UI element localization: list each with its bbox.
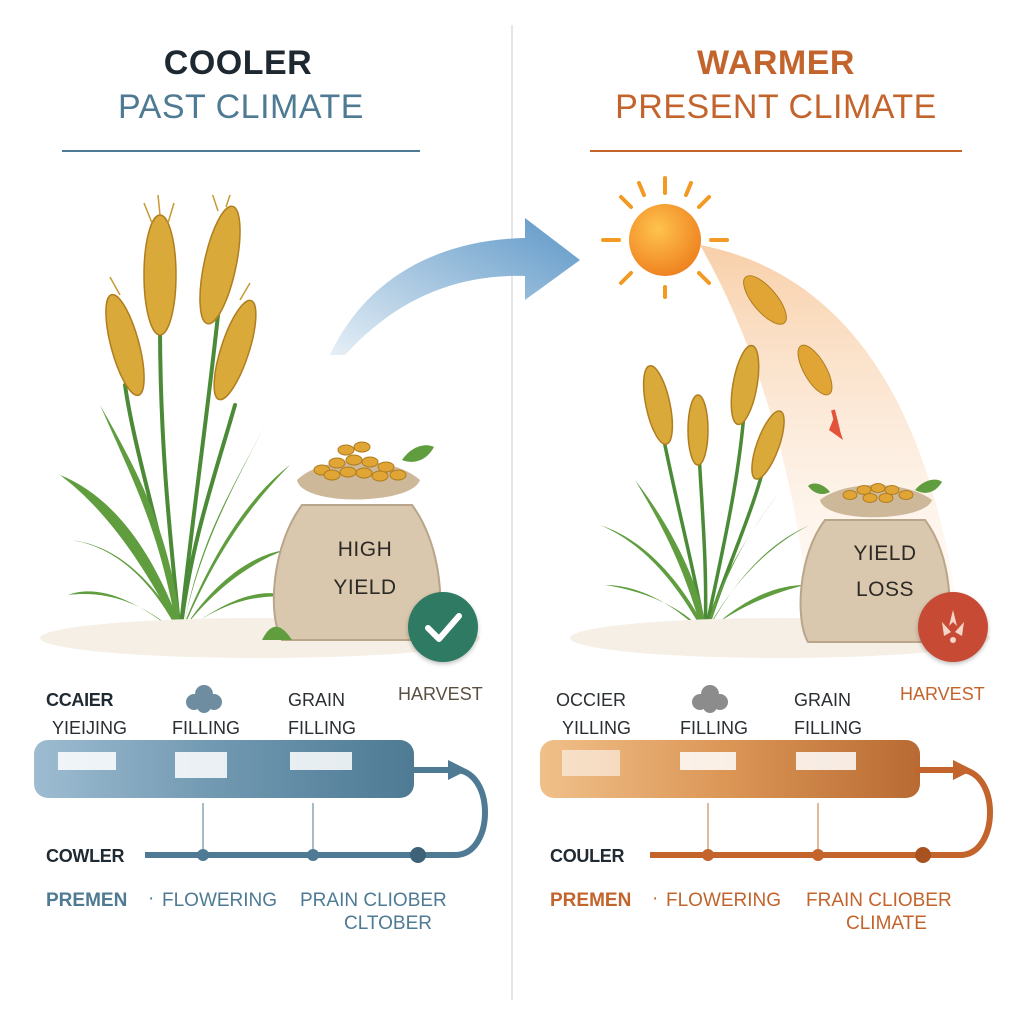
right-title-line2: PRESENT CLIMATE	[615, 88, 937, 126]
left-stage3-top: GRAIN	[288, 690, 346, 710]
left-harvest: HARVEST	[398, 684, 483, 704]
left-footer-3b: CLTOBER	[344, 913, 432, 934]
left-bar-window-3	[290, 752, 352, 770]
right-footer-2: FLOWERING	[666, 890, 782, 911]
left-grain-sack-icon	[262, 441, 442, 641]
left-stage3-bottom: FILLING	[288, 718, 357, 738]
falling-grain-icon	[743, 275, 843, 440]
right-title-line1: WARMER	[697, 44, 855, 82]
left-stage1-top: CCAIER	[46, 690, 114, 710]
right-stage1-top: OCCIER	[556, 690, 627, 710]
right-wheat-plant-icon	[600, 344, 810, 644]
left-bar-window-2	[175, 752, 227, 778]
center-divider	[511, 25, 513, 1000]
right-bar-window-2	[680, 752, 736, 770]
right-footer-3b: CLIMATE	[846, 913, 927, 934]
right-stage3-top: GRAIN	[794, 690, 852, 710]
transition-arrow-icon	[330, 218, 580, 355]
right-stage1-bottom: YILLING	[562, 718, 632, 738]
sun-icon	[601, 176, 729, 299]
right-harvest: HARVEST	[900, 684, 985, 704]
right-bag-line2: LOSS	[855, 578, 915, 601]
left-bag-line1: HIGH	[337, 538, 393, 561]
left-title-line1: COOLER	[163, 44, 313, 82]
right-axis-label: COULER	[550, 846, 625, 866]
left-bag-line2: YIELD	[333, 576, 397, 599]
right-bar-window-1	[562, 750, 620, 776]
left-axis-label: COWLER	[46, 846, 125, 866]
right-footer-sep: ·	[652, 888, 659, 909]
right-title-rule	[590, 150, 962, 152]
right-footer-1: PREMEN	[550, 890, 632, 911]
right-bag-line1: YIELD	[853, 542, 917, 565]
left-footer-sep: ·	[148, 888, 155, 909]
left-title-rule	[62, 150, 420, 152]
right-timeline-loop	[650, 760, 993, 863]
check-icon	[408, 592, 478, 662]
left-bar-window-1	[58, 752, 116, 770]
left-footer-3a: PRAIN CLIOBER	[300, 890, 447, 911]
right-footer-3a: FRAIN CLIOBER	[806, 890, 952, 911]
loss-icon	[918, 592, 988, 662]
left-grain-cluster-icon	[186, 685, 222, 713]
right-bar-window-3	[796, 752, 856, 770]
left-footer-2: FLOWERING	[162, 890, 278, 911]
left-stage2-bottom: FILLING	[172, 718, 241, 738]
left-wheat-plant-icon	[60, 195, 292, 645]
left-title-line2: PAST CLIMATE	[118, 88, 364, 126]
left-footer-1: PREMEN	[46, 890, 128, 911]
left-timeline-loop	[145, 760, 488, 863]
left-stage1-bottom: YIEIJING	[52, 718, 128, 738]
right-stage2-bottom: FILLING	[680, 718, 749, 738]
right-grain-cluster-icon	[692, 685, 728, 713]
right-grain-sack-icon	[799, 479, 951, 643]
right-stage3-bottom: FILLING	[794, 718, 863, 738]
